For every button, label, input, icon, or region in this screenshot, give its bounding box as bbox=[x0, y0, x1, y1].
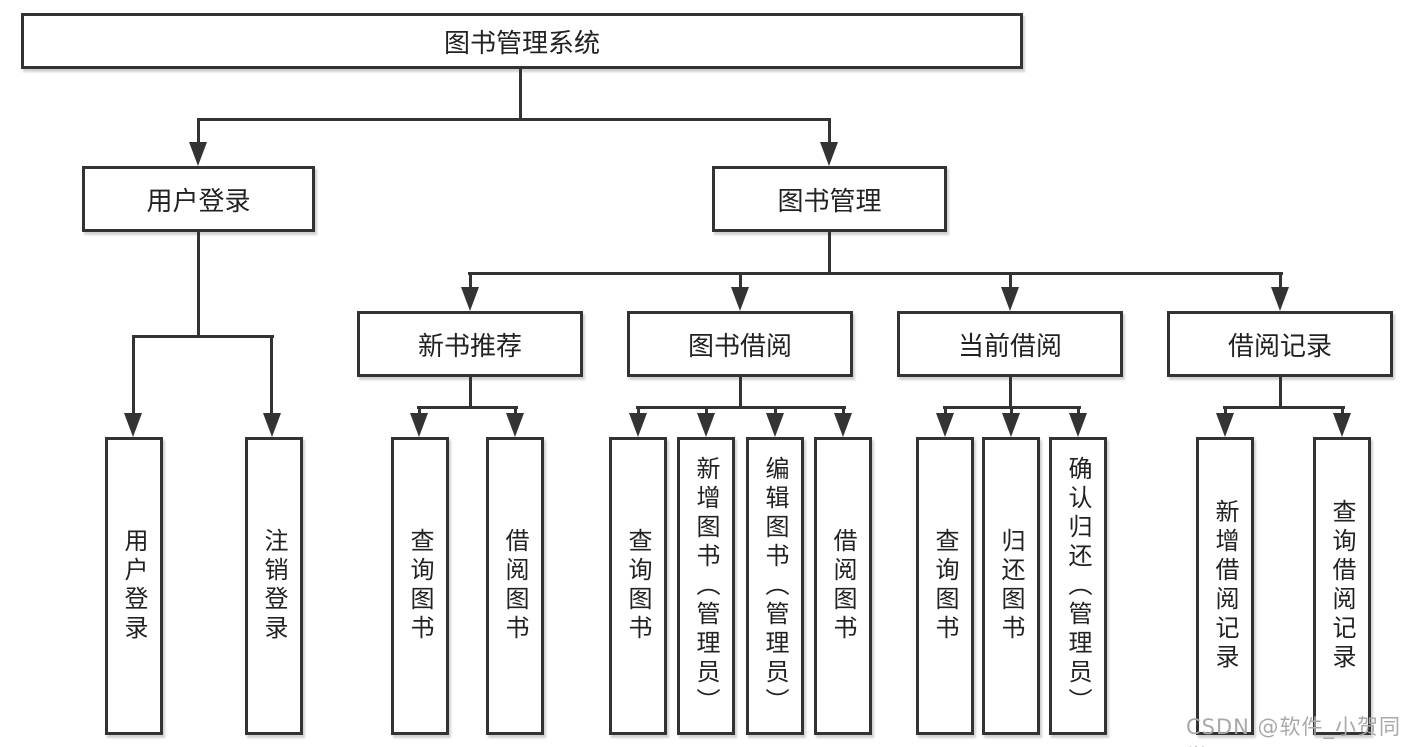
watermark-text: CSDN @软件_小贺同学 bbox=[1186, 715, 1402, 747]
arrow-down-icon bbox=[820, 142, 838, 166]
leaf-query-books-current: 查询图书 bbox=[916, 437, 974, 735]
connector-borrowing-drop-4 bbox=[842, 406, 845, 418]
connector-mgmt-hbar bbox=[468, 272, 1283, 275]
node-book-management: 图书管理 bbox=[712, 166, 947, 232]
connector-records-drop-1 bbox=[1224, 406, 1227, 418]
connector-borrowing-drop-3 bbox=[774, 406, 777, 418]
leaf-label: 查询图书 bbox=[406, 528, 434, 644]
leaf-logout: 注销登录 bbox=[245, 437, 303, 735]
node-borrowing-records: 借阅记录 bbox=[1167, 311, 1393, 377]
connector-mgmt-drop-1 bbox=[469, 272, 472, 290]
leaf-label: 查询图书 bbox=[624, 528, 652, 644]
leaf-label: 查询借阅记录 bbox=[1328, 499, 1356, 673]
arrow-down-icon bbox=[936, 413, 954, 437]
arrow-down-icon bbox=[629, 413, 647, 437]
connector-root-hbar bbox=[197, 118, 831, 121]
arrow-down-icon bbox=[461, 287, 479, 311]
connector-mgmt-drop-2 bbox=[739, 272, 742, 290]
leaf-return-books: 归还图书 bbox=[982, 437, 1040, 735]
connector-current-drop-3 bbox=[1077, 406, 1080, 418]
arrow-down-icon bbox=[410, 413, 428, 437]
connector-mgmt-drop-4 bbox=[1279, 272, 1282, 290]
node-new-book-recommend: 新书推荐 bbox=[357, 311, 583, 377]
leaf-label: 用户登录 bbox=[120, 528, 148, 644]
leaf-label: 查询图书 bbox=[931, 528, 959, 644]
connector-login-stem bbox=[197, 232, 200, 338]
leaf-label: 借阅图书 bbox=[829, 528, 857, 644]
connector-mgmt-stem bbox=[828, 232, 831, 275]
arrow-down-icon bbox=[1333, 413, 1351, 437]
leaf-label: 新增图书（管理员） bbox=[692, 455, 720, 717]
leaf-user-login: 用户登录 bbox=[105, 437, 163, 735]
connector-recommend-hbar bbox=[417, 406, 518, 409]
connector-root-left-drop bbox=[197, 118, 200, 146]
arrow-down-icon bbox=[1271, 287, 1289, 311]
arrow-down-icon bbox=[189, 142, 207, 166]
arrow-down-icon bbox=[766, 413, 784, 437]
arrow-down-icon bbox=[124, 413, 142, 437]
leaf-label: 确认归还（管理员） bbox=[1064, 455, 1092, 717]
leaf-add-borrow-record: 新增借阅记录 bbox=[1196, 437, 1254, 735]
leaf-edit-book-admin: 编辑图书（管理员） bbox=[746, 437, 804, 735]
connector-records-hbar bbox=[1223, 406, 1345, 409]
connector-current-drop-1 bbox=[944, 406, 947, 418]
connector-mgmt-drop-3 bbox=[1009, 272, 1012, 290]
leaf-borrow-books-borrowing: 借阅图书 bbox=[814, 437, 872, 735]
arrow-down-icon bbox=[1069, 413, 1087, 437]
leaf-label: 编辑图书（管理员） bbox=[761, 455, 789, 717]
node-library-system: 图书管理系统 bbox=[21, 13, 1023, 69]
node-current-borrowing: 当前借阅 bbox=[897, 311, 1123, 377]
connector-recommend-drop-1 bbox=[418, 406, 421, 418]
leaf-query-books-recommend: 查询图书 bbox=[391, 437, 449, 735]
connector-borrowing-hbar bbox=[636, 406, 846, 409]
connector-borrowing-stem bbox=[739, 377, 742, 409]
connector-records-drop-2 bbox=[1341, 406, 1344, 418]
connector-recommend-drop-2 bbox=[514, 406, 517, 418]
arrow-down-icon bbox=[263, 413, 281, 437]
arrow-down-icon bbox=[506, 413, 524, 437]
node-user-login: 用户登录 bbox=[82, 166, 315, 232]
leaf-label: 借阅图书 bbox=[501, 528, 529, 644]
arrow-down-icon bbox=[731, 287, 749, 311]
leaf-confirm-return-admin: 确认归还（管理员） bbox=[1049, 437, 1107, 735]
arrow-down-icon bbox=[1216, 413, 1234, 437]
leaf-label: 归还图书 bbox=[997, 528, 1025, 644]
connector-current-drop-2 bbox=[1010, 406, 1013, 418]
connector-root-right-drop bbox=[828, 118, 831, 146]
connector-borrowing-drop-1 bbox=[637, 406, 640, 418]
connector-login-hbar bbox=[132, 335, 274, 338]
leaf-query-borrow-record: 查询借阅记录 bbox=[1313, 437, 1371, 735]
arrow-down-icon bbox=[1002, 413, 1020, 437]
arrow-down-icon bbox=[697, 413, 715, 437]
arrow-down-icon bbox=[1001, 287, 1019, 311]
arrow-down-icon bbox=[834, 413, 852, 437]
connector-login-drop-1 bbox=[132, 335, 135, 415]
connector-recommend-stem bbox=[469, 377, 472, 409]
connector-borrowing-drop-2 bbox=[705, 406, 708, 418]
leaf-label: 注销登录 bbox=[260, 528, 288, 644]
connector-current-stem bbox=[1009, 377, 1012, 409]
leaf-query-books-borrowing: 查询图书 bbox=[609, 437, 667, 735]
connector-login-drop-2 bbox=[270, 335, 273, 415]
connector-records-stem bbox=[1279, 377, 1282, 409]
leaf-borrow-books-recommend: 借阅图书 bbox=[486, 437, 544, 735]
leaf-label: 新增借阅记录 bbox=[1211, 499, 1239, 673]
connector-root-stem bbox=[519, 69, 522, 121]
node-book-borrowing: 图书借阅 bbox=[627, 311, 853, 377]
leaf-add-book-admin: 新增图书（管理员） bbox=[677, 437, 735, 735]
